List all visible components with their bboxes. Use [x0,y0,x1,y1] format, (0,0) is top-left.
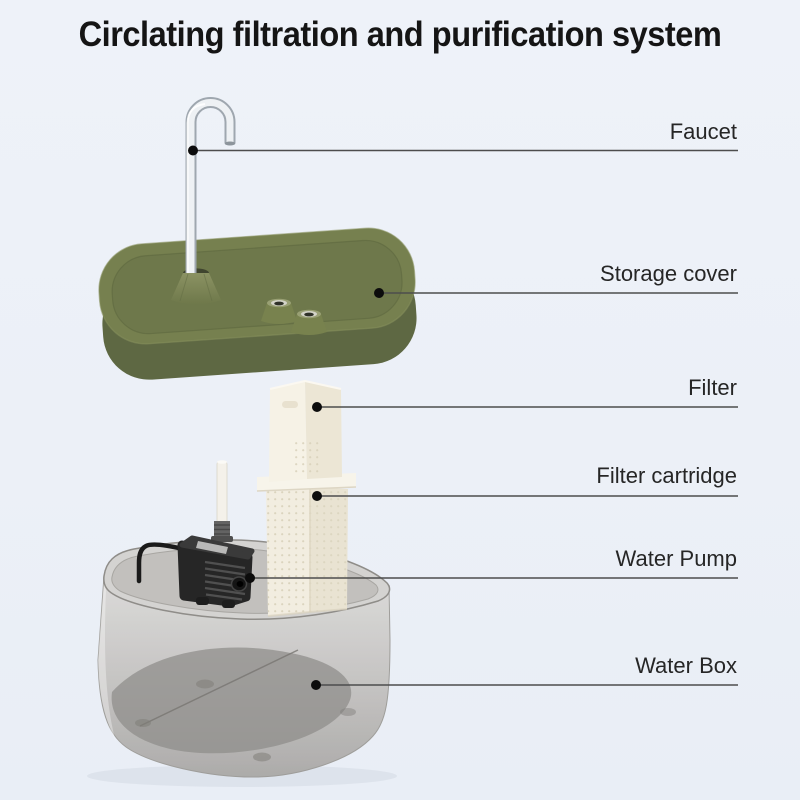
water-box-part [97,539,391,778]
faucet-part [171,97,236,305]
water-pump-part [136,460,255,608]
label-water-pump: Water Pump [615,546,737,571]
leader-dot-water-box [311,680,321,690]
label-water-box: Water Box [635,653,737,678]
pump-outlet-tube [216,460,228,532]
leader-dot-faucet [188,145,198,156]
leader-dot-water-pump [245,573,255,583]
filter-part [269,379,342,482]
leader-dot-filter [312,402,322,412]
label-faucet: Faucet [669,119,737,144]
storage-cover-part [98,227,417,380]
filter-cartridge-part [256,473,357,617]
pump-cord [136,542,186,584]
page-title: Circlating filtration and purification s… [78,15,722,54]
label-filter-cartridge: Filter cartridge [596,463,737,488]
leader-dot-filter-cartridge [312,491,322,501]
label-filter: Filter [688,375,737,400]
label-storage-cover: Storage cover [600,261,737,286]
leader-dot-storage-cover [374,288,384,298]
tray-nozzle-1 [261,298,297,324]
tray-nozzle-2 [291,309,327,335]
